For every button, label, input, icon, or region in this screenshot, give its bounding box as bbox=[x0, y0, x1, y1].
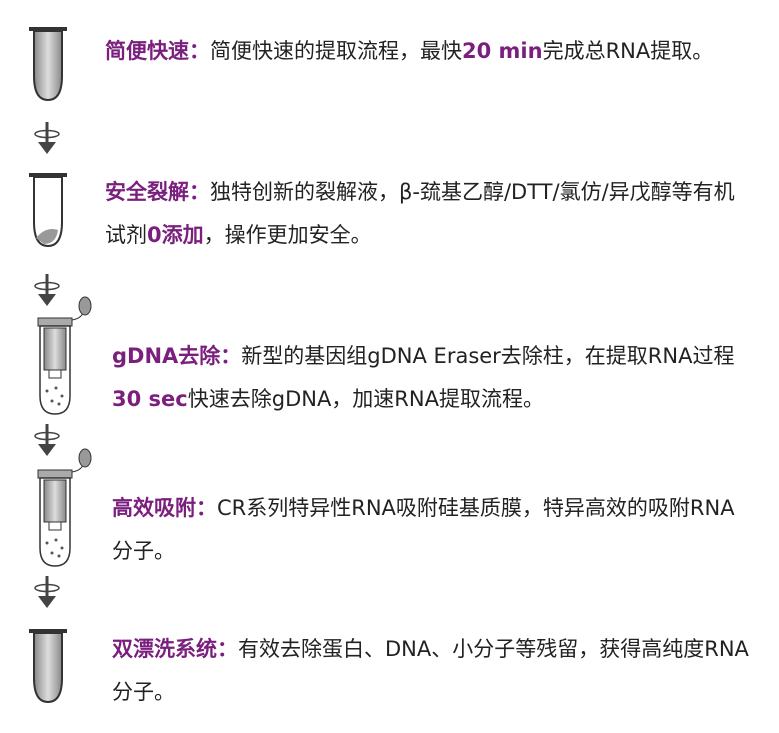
feature-gdna-removal: gDNA去除：新型的基因组gDNA Eraser去除柱，在提取RNA过程 30 s… bbox=[112, 335, 752, 421]
spin-arrow-icon bbox=[32, 122, 62, 156]
feature-text: ，操作更加安全。 bbox=[203, 223, 372, 247]
feature-fast: 简便快速：简便快速的提取流程，最快20 min完成总RNA提取。 bbox=[105, 30, 745, 73]
rna-column-icon bbox=[34, 448, 94, 568]
feature-safe-lysis: 安全裂解：独特创新的裂解液，β-巯基乙醇/DTT/氯仿/异戊醇等有机试剂0添加，… bbox=[105, 171, 745, 257]
feature-text: 快速去除gDNA，加速RNA提取流程。 bbox=[187, 387, 544, 411]
feature-text: 独特创新的裂解液，β-巯基乙醇/DTT/氯仿/异戊醇等有机试剂 bbox=[105, 180, 735, 247]
feature-title: 高效吸附： bbox=[112, 496, 217, 520]
feature-adsorption: 高效吸附：CR系列特异性RNA吸附硅基质膜，特异高效的吸附RNA分子。 bbox=[112, 487, 752, 573]
feature-text: 新型的基因组gDNA Eraser去除柱，在提取RNA过程 bbox=[241, 344, 735, 368]
feature-text: 完成总RNA提取。 bbox=[542, 39, 714, 63]
lysis-tube-icon bbox=[28, 172, 68, 248]
feature-text: CR系列特异性RNA吸附硅基质膜，特异高效的吸附RNA分子。 bbox=[112, 496, 735, 563]
feature-title: 安全裂解： bbox=[105, 180, 210, 204]
gdna-column-icon bbox=[34, 296, 94, 416]
feature-highlight: 0添加 bbox=[147, 223, 204, 247]
feature-title: 双漂洗系统： bbox=[112, 637, 238, 661]
feature-title: gDNA去除： bbox=[112, 344, 242, 368]
feature-highlight: 30 sec bbox=[112, 387, 188, 411]
feature-highlight: 20 min bbox=[462, 39, 543, 63]
feature-text: 简便快速的提取流程，最快 bbox=[210, 39, 462, 63]
tube-icon bbox=[28, 26, 68, 102]
spin-arrow-icon bbox=[32, 576, 62, 610]
tube-icon bbox=[28, 628, 68, 704]
feature-double-wash: 双漂洗系统：有效去除蛋白、DNA、小分子等残留，获得高纯度RNA分子。 bbox=[112, 628, 752, 714]
feature-title: 简便快速： bbox=[105, 39, 210, 63]
feature-text: 有效去除蛋白、DNA、小分子等残留，获得高纯度RNA分子。 bbox=[112, 637, 749, 704]
